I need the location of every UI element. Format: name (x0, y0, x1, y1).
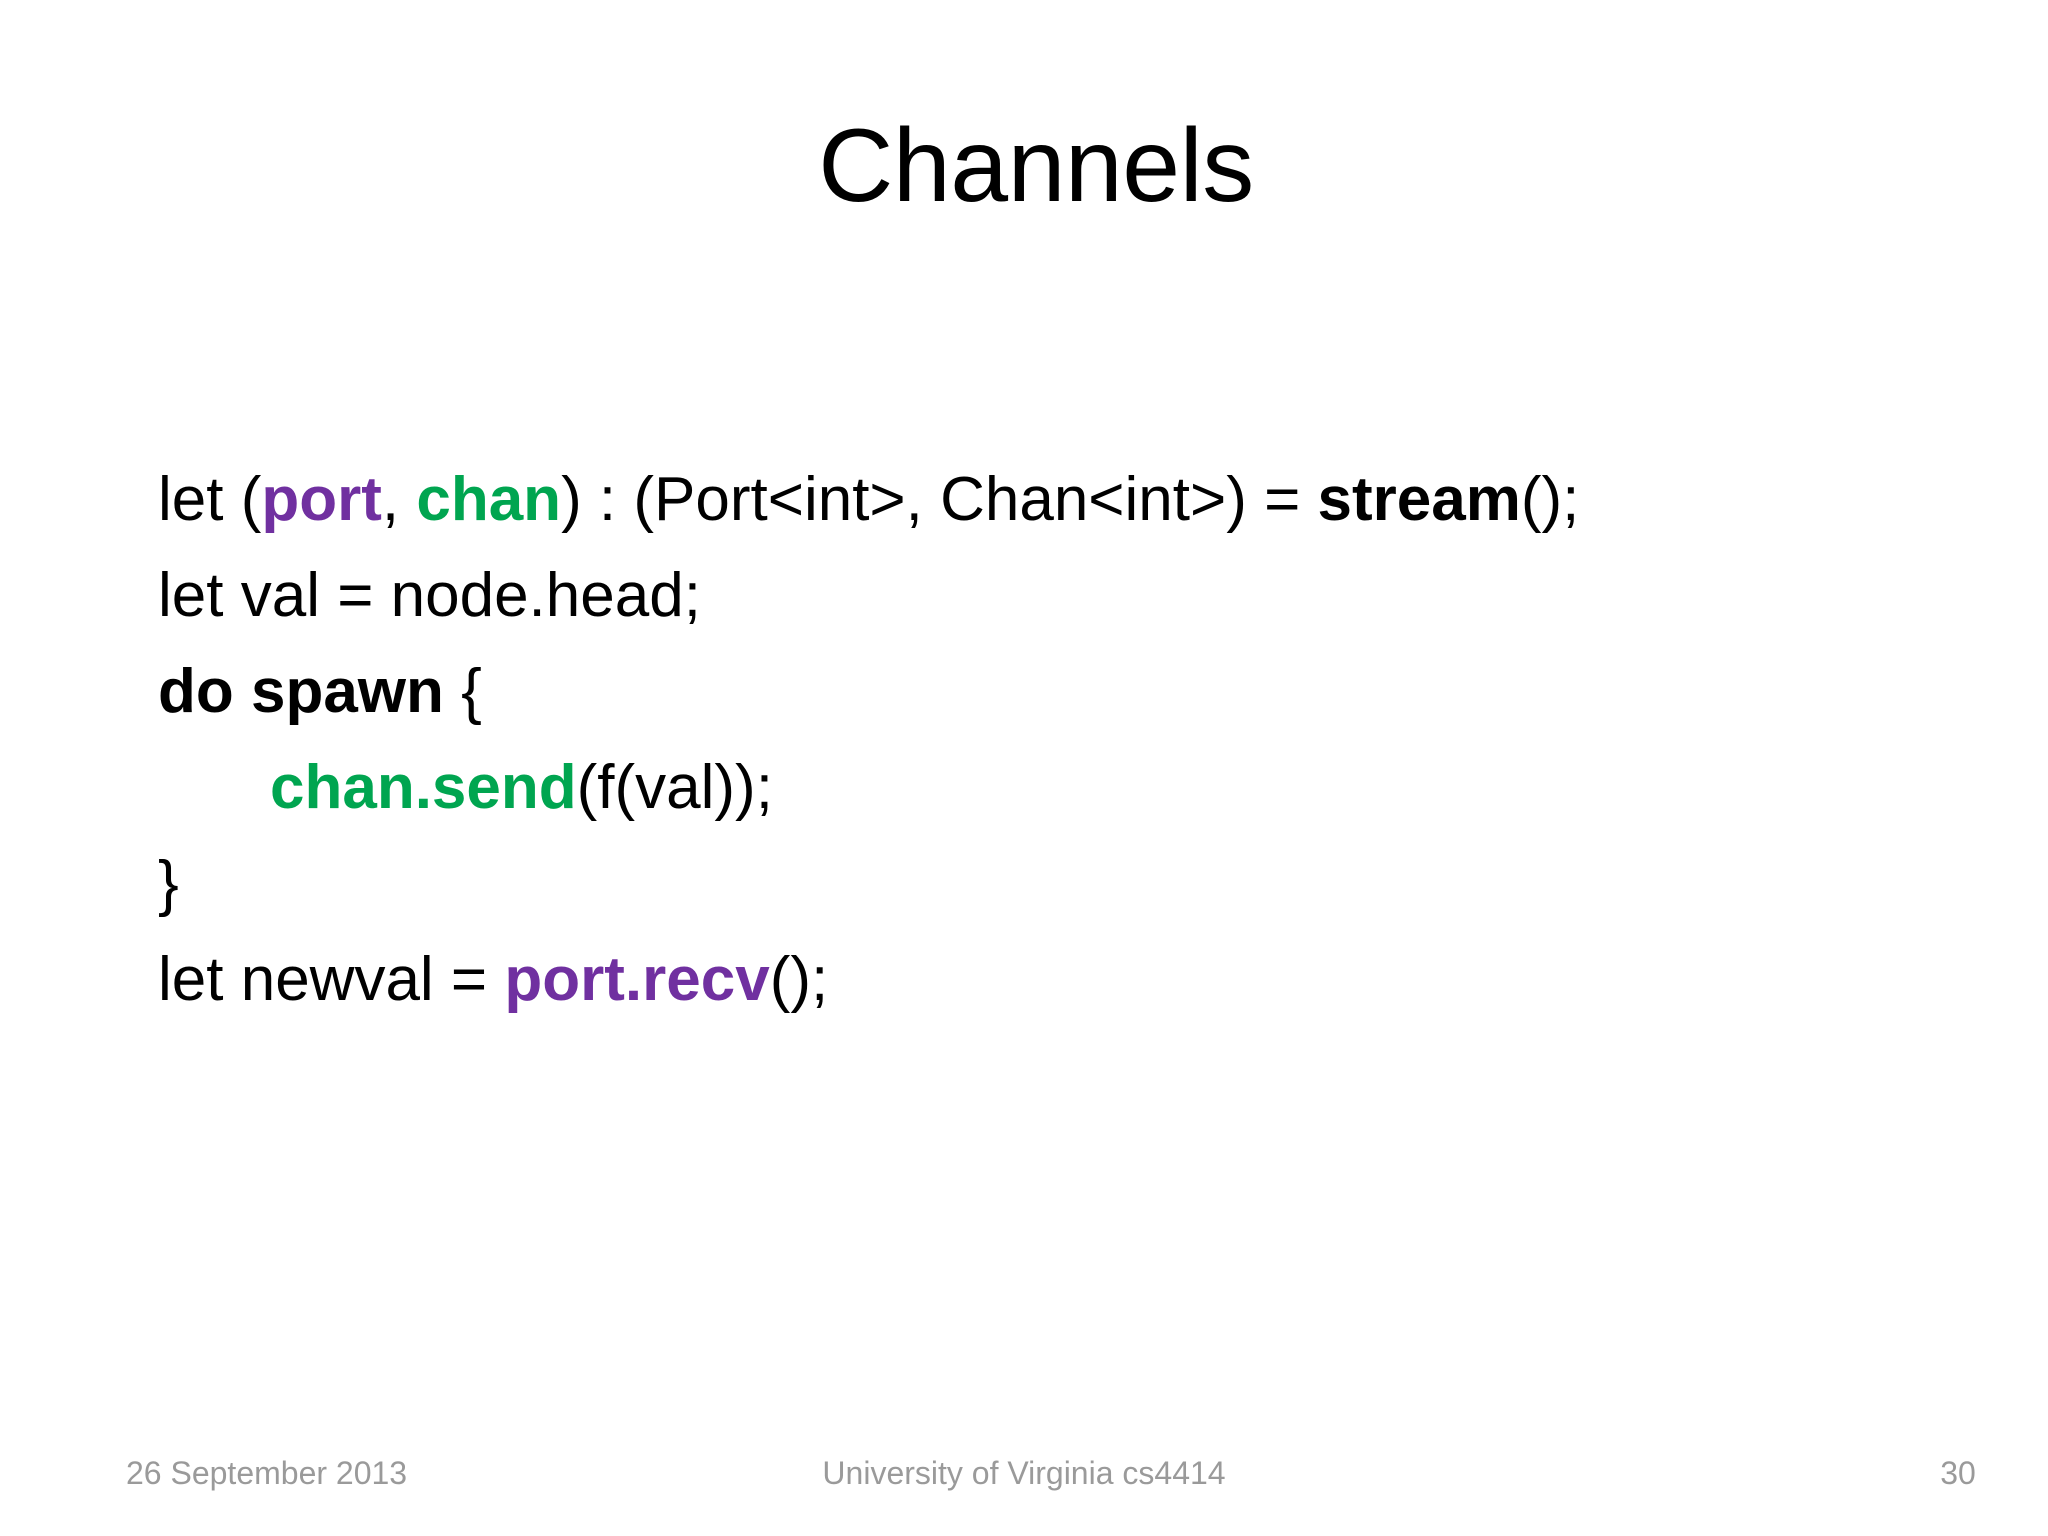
footer-organization: University of Virginia cs4414 (822, 1455, 1226, 1491)
code-line: } (158, 836, 1958, 932)
code-token-plain: ) : (Port<int>, Chan<int>) = (561, 465, 1318, 534)
code-line: let newval = port.recv(); (158, 932, 1958, 1028)
code-token-purple: port.recv (504, 945, 770, 1014)
code-line: chan.send(f(val)); (158, 740, 1958, 836)
code-token-green: chan.send (270, 753, 577, 822)
code-token-green: chan (416, 465, 562, 534)
code-token-plain: let val = node.head; (158, 561, 701, 630)
code-line: do spawn { (158, 644, 1958, 740)
code-token-plain: { (443, 657, 482, 726)
slide-footer: 26 September 2013 University of Virginia… (0, 1416, 2048, 1536)
code-token-bold: do spawn (158, 657, 444, 726)
code-token-purple: port (261, 465, 382, 534)
code-token-plain: (); (769, 945, 829, 1014)
code-line: let (port, chan) : (Port<int>, Chan<int>… (158, 452, 1958, 548)
code-token-bold: stream (1317, 465, 1521, 534)
code-line: let val = node.head; (158, 548, 1958, 644)
code-token-plain: , (381, 465, 417, 534)
code-token-plain: let ( (158, 465, 262, 534)
code-token-plain: (f(val)); (576, 753, 773, 822)
code-token-plain: } (158, 849, 179, 918)
code-token-plain: (); (1520, 465, 1580, 534)
footer-date: 26 September 2013 (126, 1455, 408, 1491)
code-token-plain: let newval = (158, 945, 505, 1014)
title-area: Channels (0, 108, 2048, 224)
code-block: let (port, chan) : (Port<int>, Chan<int>… (158, 452, 1958, 1028)
footer-page-number: 30 (1940, 1455, 1976, 1491)
slide-title: Channels (818, 108, 1254, 224)
